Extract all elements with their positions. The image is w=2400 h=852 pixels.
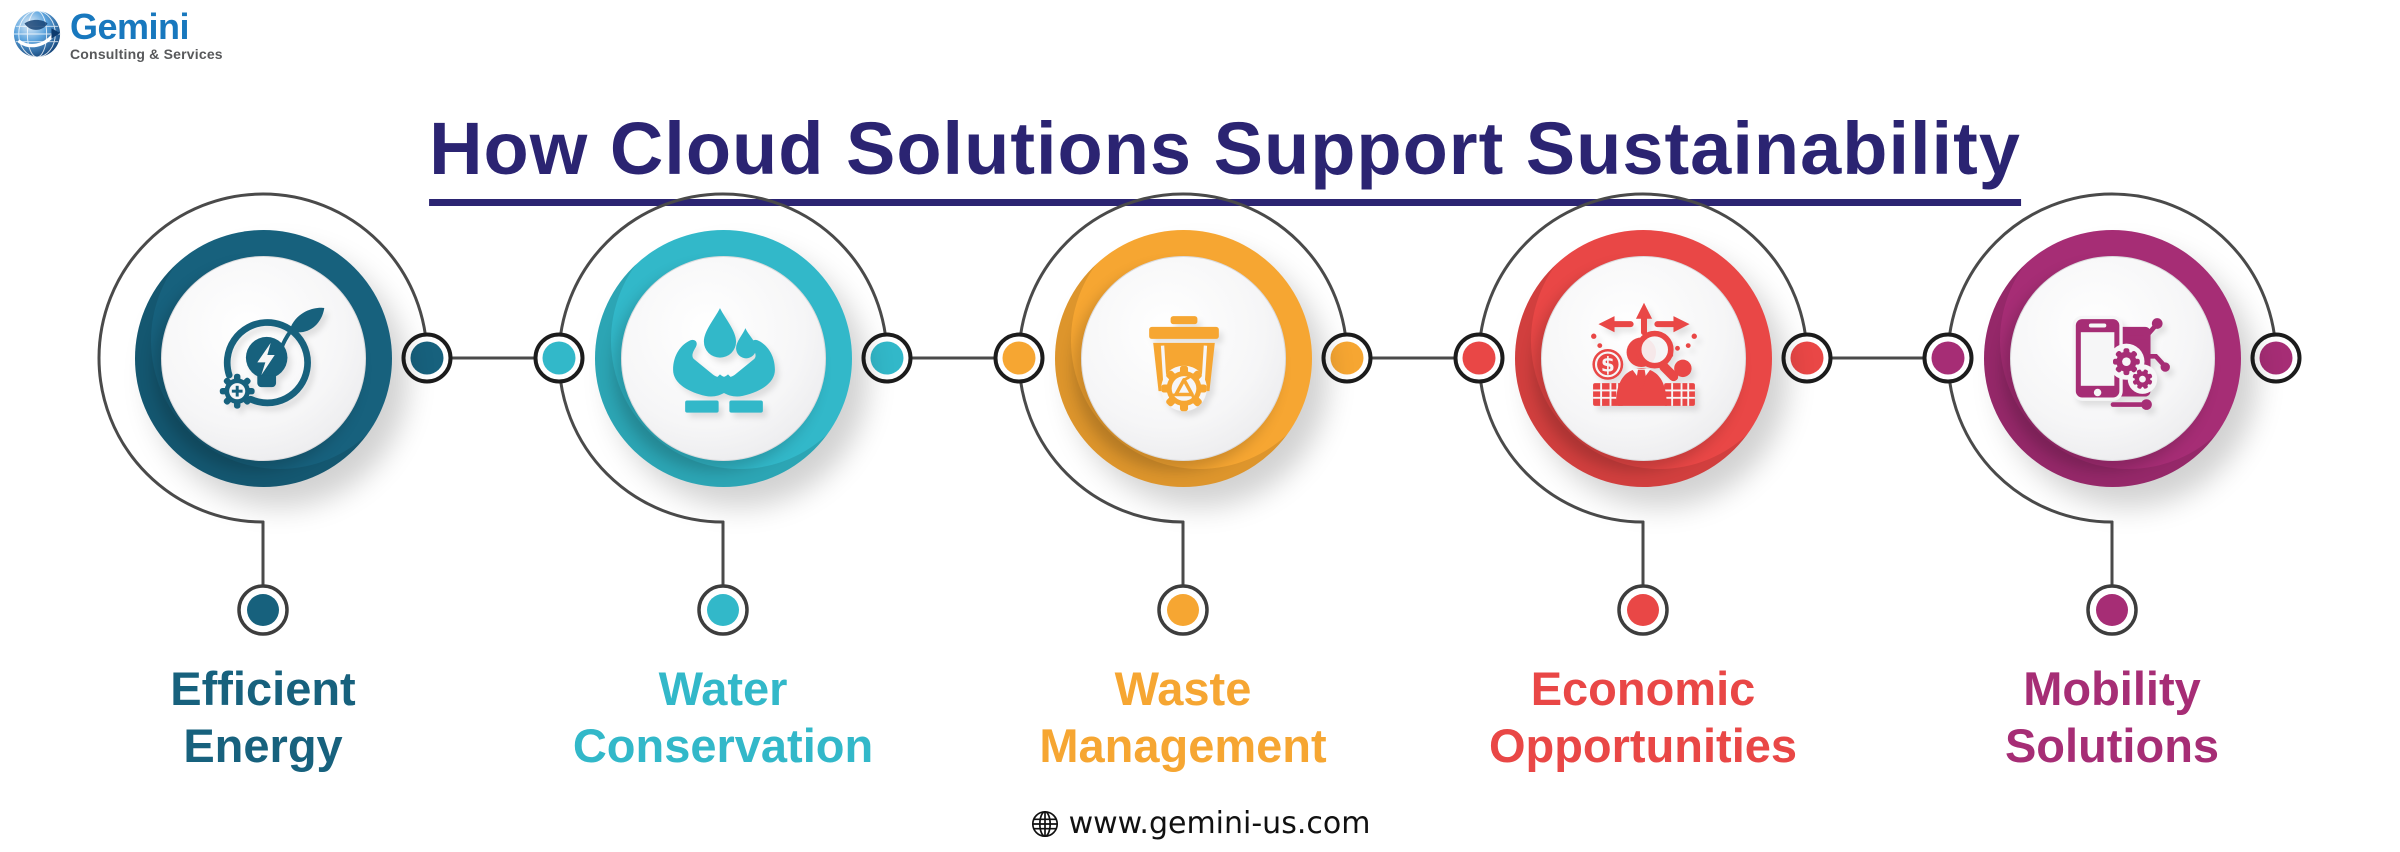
- recycle-bin-gear-icon: [1148, 315, 1219, 411]
- ring-arc-1: [97, 192, 429, 524]
- svg-text:$: $: [1600, 352, 1614, 376]
- label-dot: [1617, 584, 1669, 636]
- economic-opportunities-circle: $: [1515, 230, 1772, 487]
- item-label: Economic Opportunities: [1413, 660, 1873, 774]
- side-dot: [533, 332, 913, 384]
- ring-arc-3: [1017, 192, 1349, 524]
- waste-management-circle: [1055, 230, 1312, 487]
- item-label-line1: Efficient: [170, 662, 356, 715]
- economy-person-dollar-magnifier-icon: $: [1590, 302, 1697, 406]
- globe-logo-icon: [13, 10, 61, 58]
- mobility-solutions-circle: [1984, 230, 2241, 487]
- item-label-line2: Energy: [183, 719, 343, 772]
- item-label-line2: Opportunities: [1488, 719, 1798, 772]
- footer-url: www.gemini-us.com: [1068, 806, 1371, 841]
- logo-tagline: Consulting & Services: [70, 46, 223, 62]
- ring-arc-2: [557, 192, 889, 524]
- item-label-line1: Mobility: [2023, 662, 2201, 715]
- water-conservation-circle: [595, 230, 852, 487]
- ring-arc-5: [1946, 192, 2278, 524]
- item-label-line1: Water: [658, 662, 788, 715]
- side-dot: [993, 332, 1373, 384]
- item-label-line2: Conservation: [572, 719, 874, 772]
- label-dot: [697, 584, 749, 636]
- item-label: Efficient Energy: [33, 660, 493, 774]
- globe-icon: [1031, 810, 1058, 837]
- logo-name: Gemini: [70, 6, 190, 47]
- ring-arc-4: [1477, 192, 1809, 524]
- economic-opportunities-inner-circle: $: [1541, 256, 1746, 461]
- efficient-energy-inner-circle: [161, 256, 366, 461]
- hands-water-drops-icon: [672, 307, 775, 413]
- side-dot: [1453, 332, 1833, 384]
- label-dot: [237, 584, 289, 636]
- footer: www.gemini-us.com: [0, 806, 2400, 841]
- item-label-line1: Waste: [1114, 662, 1252, 715]
- item-label: Waste Management: [953, 660, 1413, 774]
- logo-text: Gemini Consulting & Services: [70, 6, 223, 63]
- item-label: Water Conservation: [493, 660, 953, 774]
- efficient-energy-circle: [135, 230, 392, 487]
- item-label-line2: Solutions: [2004, 719, 2220, 772]
- water-conservation-inner-circle: [621, 256, 826, 461]
- label-dot: [1157, 584, 1209, 636]
- label-dot: [2086, 584, 2138, 636]
- item-label-line1: Economic: [1530, 662, 1756, 715]
- side-dot: [1922, 332, 2302, 384]
- item-label: Mobility Solutions: [1882, 660, 2342, 774]
- page-title: How Cloud Solutions Support Sustainabili…: [429, 111, 2021, 206]
- mobility-solutions-inner-circle: [2010, 256, 2215, 461]
- item-label-line2: Management: [1039, 719, 1327, 772]
- mobile-devices-gears-circuit-icon: [2071, 315, 2170, 410]
- gemini-logo: Gemini Consulting & Services: [12, 8, 223, 62]
- waste-management-inner-circle: [1081, 256, 1286, 461]
- energy-bulb-leaf-gear-icon: [219, 307, 324, 409]
- side-dot: [401, 332, 453, 384]
